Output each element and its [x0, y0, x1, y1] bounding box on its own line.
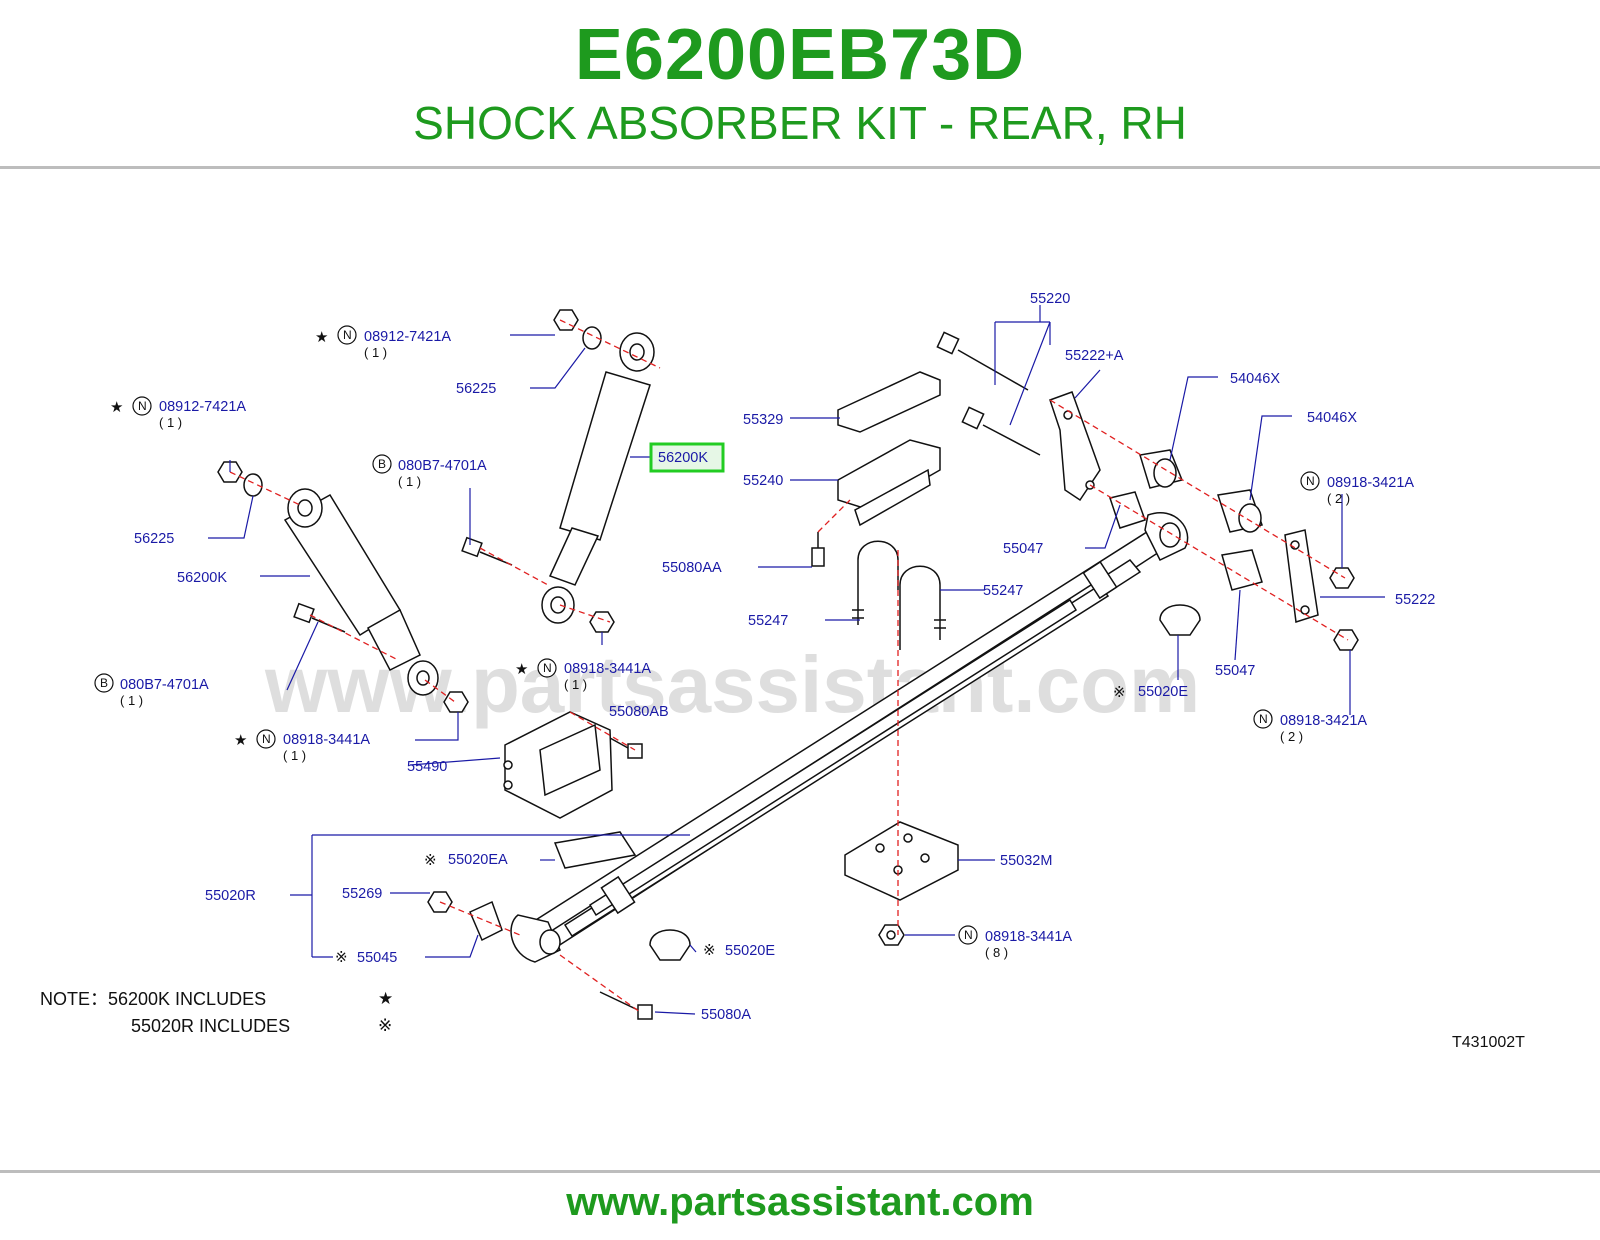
highlight-box: [649, 442, 725, 473]
circle-n-icon: [1300, 471, 1320, 491]
circle-n-icon: [958, 925, 978, 945]
footer-url-link[interactable]: www.partsassistant.com: [566, 1180, 1034, 1224]
callout-55020e-rear[interactable]: 55020E: [1138, 684, 1188, 700]
circle-n-icon: [537, 658, 557, 678]
callout-55247-1[interactable]: 55247: [748, 613, 788, 629]
assembly-center-lines: [229, 319, 1349, 1013]
circle-n-letter: N: [138, 399, 147, 413]
callout-08918-3441a-bottom[interactable]: 08918-3441A: [985, 929, 1072, 945]
qty-080b7-4701a-left: ( 1 ): [120, 693, 143, 708]
note-block: NOTE：56200K INCLUDES ★ 55020R INCLUDES ※: [40, 989, 393, 1036]
callout-56225-left[interactable]: 56225: [134, 531, 174, 547]
star-mark-icon: ★: [110, 398, 123, 416]
circle-b-letter: B: [100, 676, 108, 690]
circle-n-letter: N: [543, 661, 552, 675]
u-bolts-and-seat-drawing: [811, 371, 959, 946]
callout-55490[interactable]: 55490: [407, 759, 447, 775]
callout-080b7-4701a-left[interactable]: 080B7-4701A: [120, 677, 209, 693]
shock-absorber-angled-drawing: [217, 461, 469, 713]
circle-n-icon: [256, 729, 276, 749]
callout-55329[interactable]: 55329: [743, 412, 783, 428]
callout-08918-3441a-right[interactable]: 08918-3441A: [564, 661, 651, 677]
callout-55080aa[interactable]: 55080AA: [662, 560, 722, 576]
qty-08918-3441a-bottom: ( 8 ): [985, 945, 1008, 960]
callout-55269[interactable]: 55269: [342, 886, 382, 902]
page-header: E6200EB73D SHOCK ABSORBER KIT - REAR, RH: [0, 0, 1600, 168]
qty-08918-3441a-left: ( 1 ): [283, 748, 306, 763]
qty-08918-3441a-right: ( 1 ): [564, 677, 587, 692]
star-mark-icon: ★: [515, 660, 528, 678]
circle-b-letter: B: [378, 457, 386, 471]
callout-54046x-2[interactable]: 54046X: [1307, 410, 1357, 426]
qty-080b7-4701a-right: ( 1 ): [398, 474, 421, 489]
front-bracket-drawing: [427, 604, 1201, 1020]
callout-56200k-left[interactable]: 56200K: [177, 570, 227, 586]
callout-55080a[interactable]: 55080A: [701, 1007, 751, 1023]
callout-55020e-front[interactable]: 55020E: [725, 943, 775, 959]
callout-08918-3441a-left[interactable]: 08918-3441A: [283, 732, 370, 748]
callout-56225-right[interactable]: 56225: [456, 381, 496, 397]
circle-b-icon: [372, 454, 392, 474]
callout-55247-2[interactable]: 55247: [983, 583, 1023, 599]
circle-n-letter: N: [343, 328, 352, 342]
callout-54046x-1[interactable]: 54046X: [1230, 371, 1280, 387]
part-number-title: E6200EB73D: [574, 15, 1026, 95]
kome-mark-icon: ※: [378, 1016, 392, 1036]
leaf-spring-drawing: [510, 512, 1189, 963]
circle-b-icon: [94, 673, 114, 693]
callout-55045[interactable]: 55045: [357, 950, 397, 966]
callout-080b7-4701a-right[interactable]: 080B7-4701A: [398, 458, 487, 474]
circle-n-letter: N: [1259, 712, 1268, 726]
exploded-parts-diagram: www.partsassistant.com: [40, 291, 1525, 1051]
star-mark-icon: ★: [234, 731, 247, 749]
callout-55047-1[interactable]: 55047: [1003, 541, 1043, 557]
callout-55220[interactable]: 55220: [1030, 291, 1070, 307]
kome-mark-icon: ※: [424, 851, 437, 869]
circle-n-letter: N: [1306, 474, 1315, 488]
callout-leader-lines: [208, 305, 1385, 1015]
callout-56200k-highlighted[interactable]: 56200K: [658, 450, 708, 466]
note-line-2: 55020R INCLUDES: [131, 1016, 290, 1036]
note-line-1: NOTE：56200K INCLUDES: [40, 989, 266, 1009]
circle-n-letter: N: [964, 928, 973, 942]
callout-08918-3421a-lower[interactable]: 08918-3421A: [1280, 713, 1367, 729]
shock-absorber-upright-drawing: [461, 309, 655, 633]
callout-labels: 55220 55222+A 54046X 54046X N 08918-3421…: [94, 291, 1435, 1023]
callout-08912-7421a-right[interactable]: 08912-7421A: [364, 329, 451, 345]
kome-mark-icon: ※: [335, 948, 348, 966]
circle-n-letter: N: [262, 732, 271, 746]
callout-55222[interactable]: 55222: [1395, 592, 1435, 608]
callout-55020r[interactable]: 55020R: [205, 888, 256, 904]
star-mark-icon: ★: [315, 328, 328, 346]
circle-n-icon: [1253, 709, 1273, 729]
callout-55080ab[interactable]: 55080AB: [609, 704, 669, 720]
callout-55047-2[interactable]: 55047: [1215, 663, 1255, 679]
qty-08912-7421a-left: ( 1 ): [159, 415, 182, 430]
star-mark-icon: ★: [378, 989, 393, 1009]
callout-55032m[interactable]: 55032M: [1000, 853, 1052, 869]
qty-08918-3421a-upper: ( 2 ): [1327, 491, 1350, 506]
callout-08912-7421a-left[interactable]: 08912-7421A: [159, 399, 246, 415]
callout-08918-3421a-upper[interactable]: 08918-3421A: [1327, 475, 1414, 491]
kome-mark-icon: ※: [703, 941, 716, 959]
footer-divider: [0, 1170, 1600, 1173]
header-divider: [0, 166, 1600, 169]
circle-n-icon: [337, 325, 357, 345]
circle-n-icon: [132, 396, 152, 416]
callout-55222-a[interactable]: 55222+A: [1065, 348, 1124, 364]
kome-mark-icon: ※: [1113, 683, 1126, 701]
part-description: SHOCK ABSORBER KIT - REAR, RH: [413, 97, 1187, 149]
qty-08918-3421a-lower: ( 2 ): [1280, 729, 1303, 744]
callout-55240[interactable]: 55240: [743, 473, 783, 489]
qty-08912-7421a-right: ( 1 ): [364, 345, 387, 360]
shackle-assembly-drawing: [936, 331, 1359, 651]
diagram-code: T431002T: [1452, 1034, 1525, 1051]
callout-55020ea[interactable]: 55020EA: [448, 852, 508, 868]
